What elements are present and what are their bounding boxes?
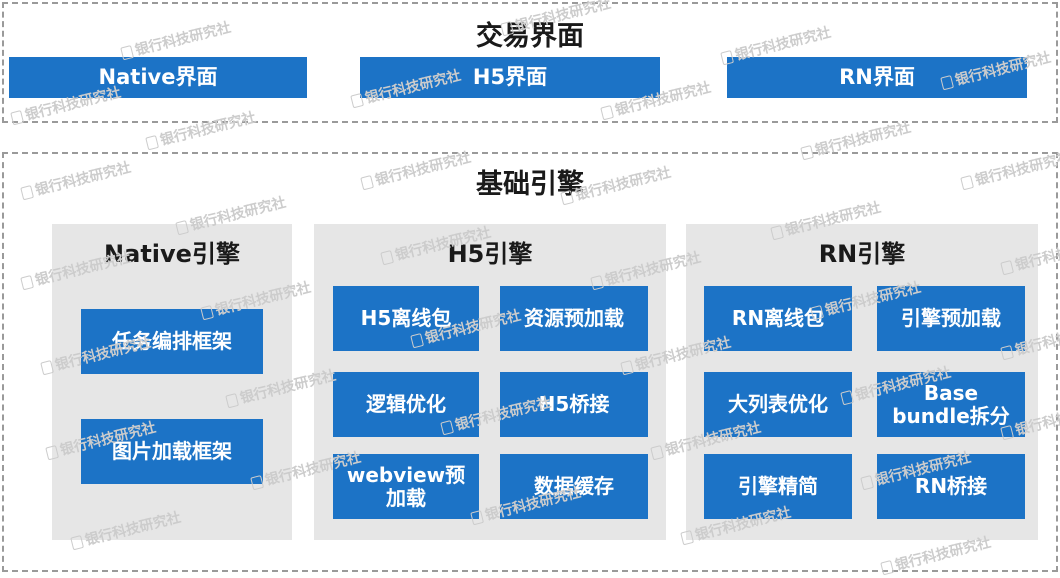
rn-engine-title: RN引擎 bbox=[818, 240, 906, 268]
native-ui-box: Native界面 bbox=[9, 57, 307, 98]
rn-ui-box: RN界面 bbox=[727, 57, 1027, 98]
rn-item-engine-slimming: 引擎精简 bbox=[704, 454, 852, 519]
h5-item-logic-optimization: 逻辑优化 bbox=[333, 372, 479, 437]
h5-item-data-cache: 数据缓存 bbox=[500, 454, 648, 519]
h5-item-bridge: H5桥接 bbox=[500, 372, 648, 437]
rn-engine-panel: RN引擎 RN离线包 引擎预加载 大列表优化 Base bundle拆分 引擎精… bbox=[686, 224, 1038, 540]
base-engine-section: 基础引擎 Native引擎 任务编排框架 图片加载框架 H5引擎 H5离线包 资… bbox=[2, 152, 1058, 572]
h5-engine-title: H5引擎 bbox=[447, 240, 533, 268]
rn-item-base-bundle-split: Base bundle拆分 bbox=[877, 372, 1025, 437]
watermark-icon bbox=[145, 135, 160, 151]
rn-item-engine-preload: 引擎预加载 bbox=[877, 286, 1025, 351]
h5-item-webview-preload: webview预 加载 bbox=[333, 454, 479, 519]
rn-item-offline-package: RN离线包 bbox=[704, 286, 852, 351]
native-item-task-orchestration: 任务编排框架 bbox=[81, 309, 263, 374]
rn-item-large-list-optimization: 大列表优化 bbox=[704, 372, 852, 437]
native-item-image-loading: 图片加载框架 bbox=[81, 419, 263, 484]
h5-item-offline-package: H5离线包 bbox=[333, 286, 479, 351]
h5-engine-panel: H5引擎 H5离线包 资源预加载 逻辑优化 H5桥接 webview预 加载 数… bbox=[314, 224, 666, 540]
h5-ui-box: H5界面 bbox=[360, 57, 660, 98]
base-engine-title: 基础引擎 bbox=[476, 169, 584, 200]
rn-item-bridge: RN桥接 bbox=[877, 454, 1025, 519]
native-engine-panel: Native引擎 任务编排框架 图片加载框架 bbox=[52, 224, 292, 540]
native-engine-title: Native引擎 bbox=[104, 240, 240, 268]
trading-ui-title: 交易界面 bbox=[476, 21, 584, 52]
h5-item-resource-preload: 资源预加载 bbox=[500, 286, 648, 351]
trading-ui-section: 交易界面 Native界面 H5界面 RN界面 bbox=[2, 2, 1058, 123]
